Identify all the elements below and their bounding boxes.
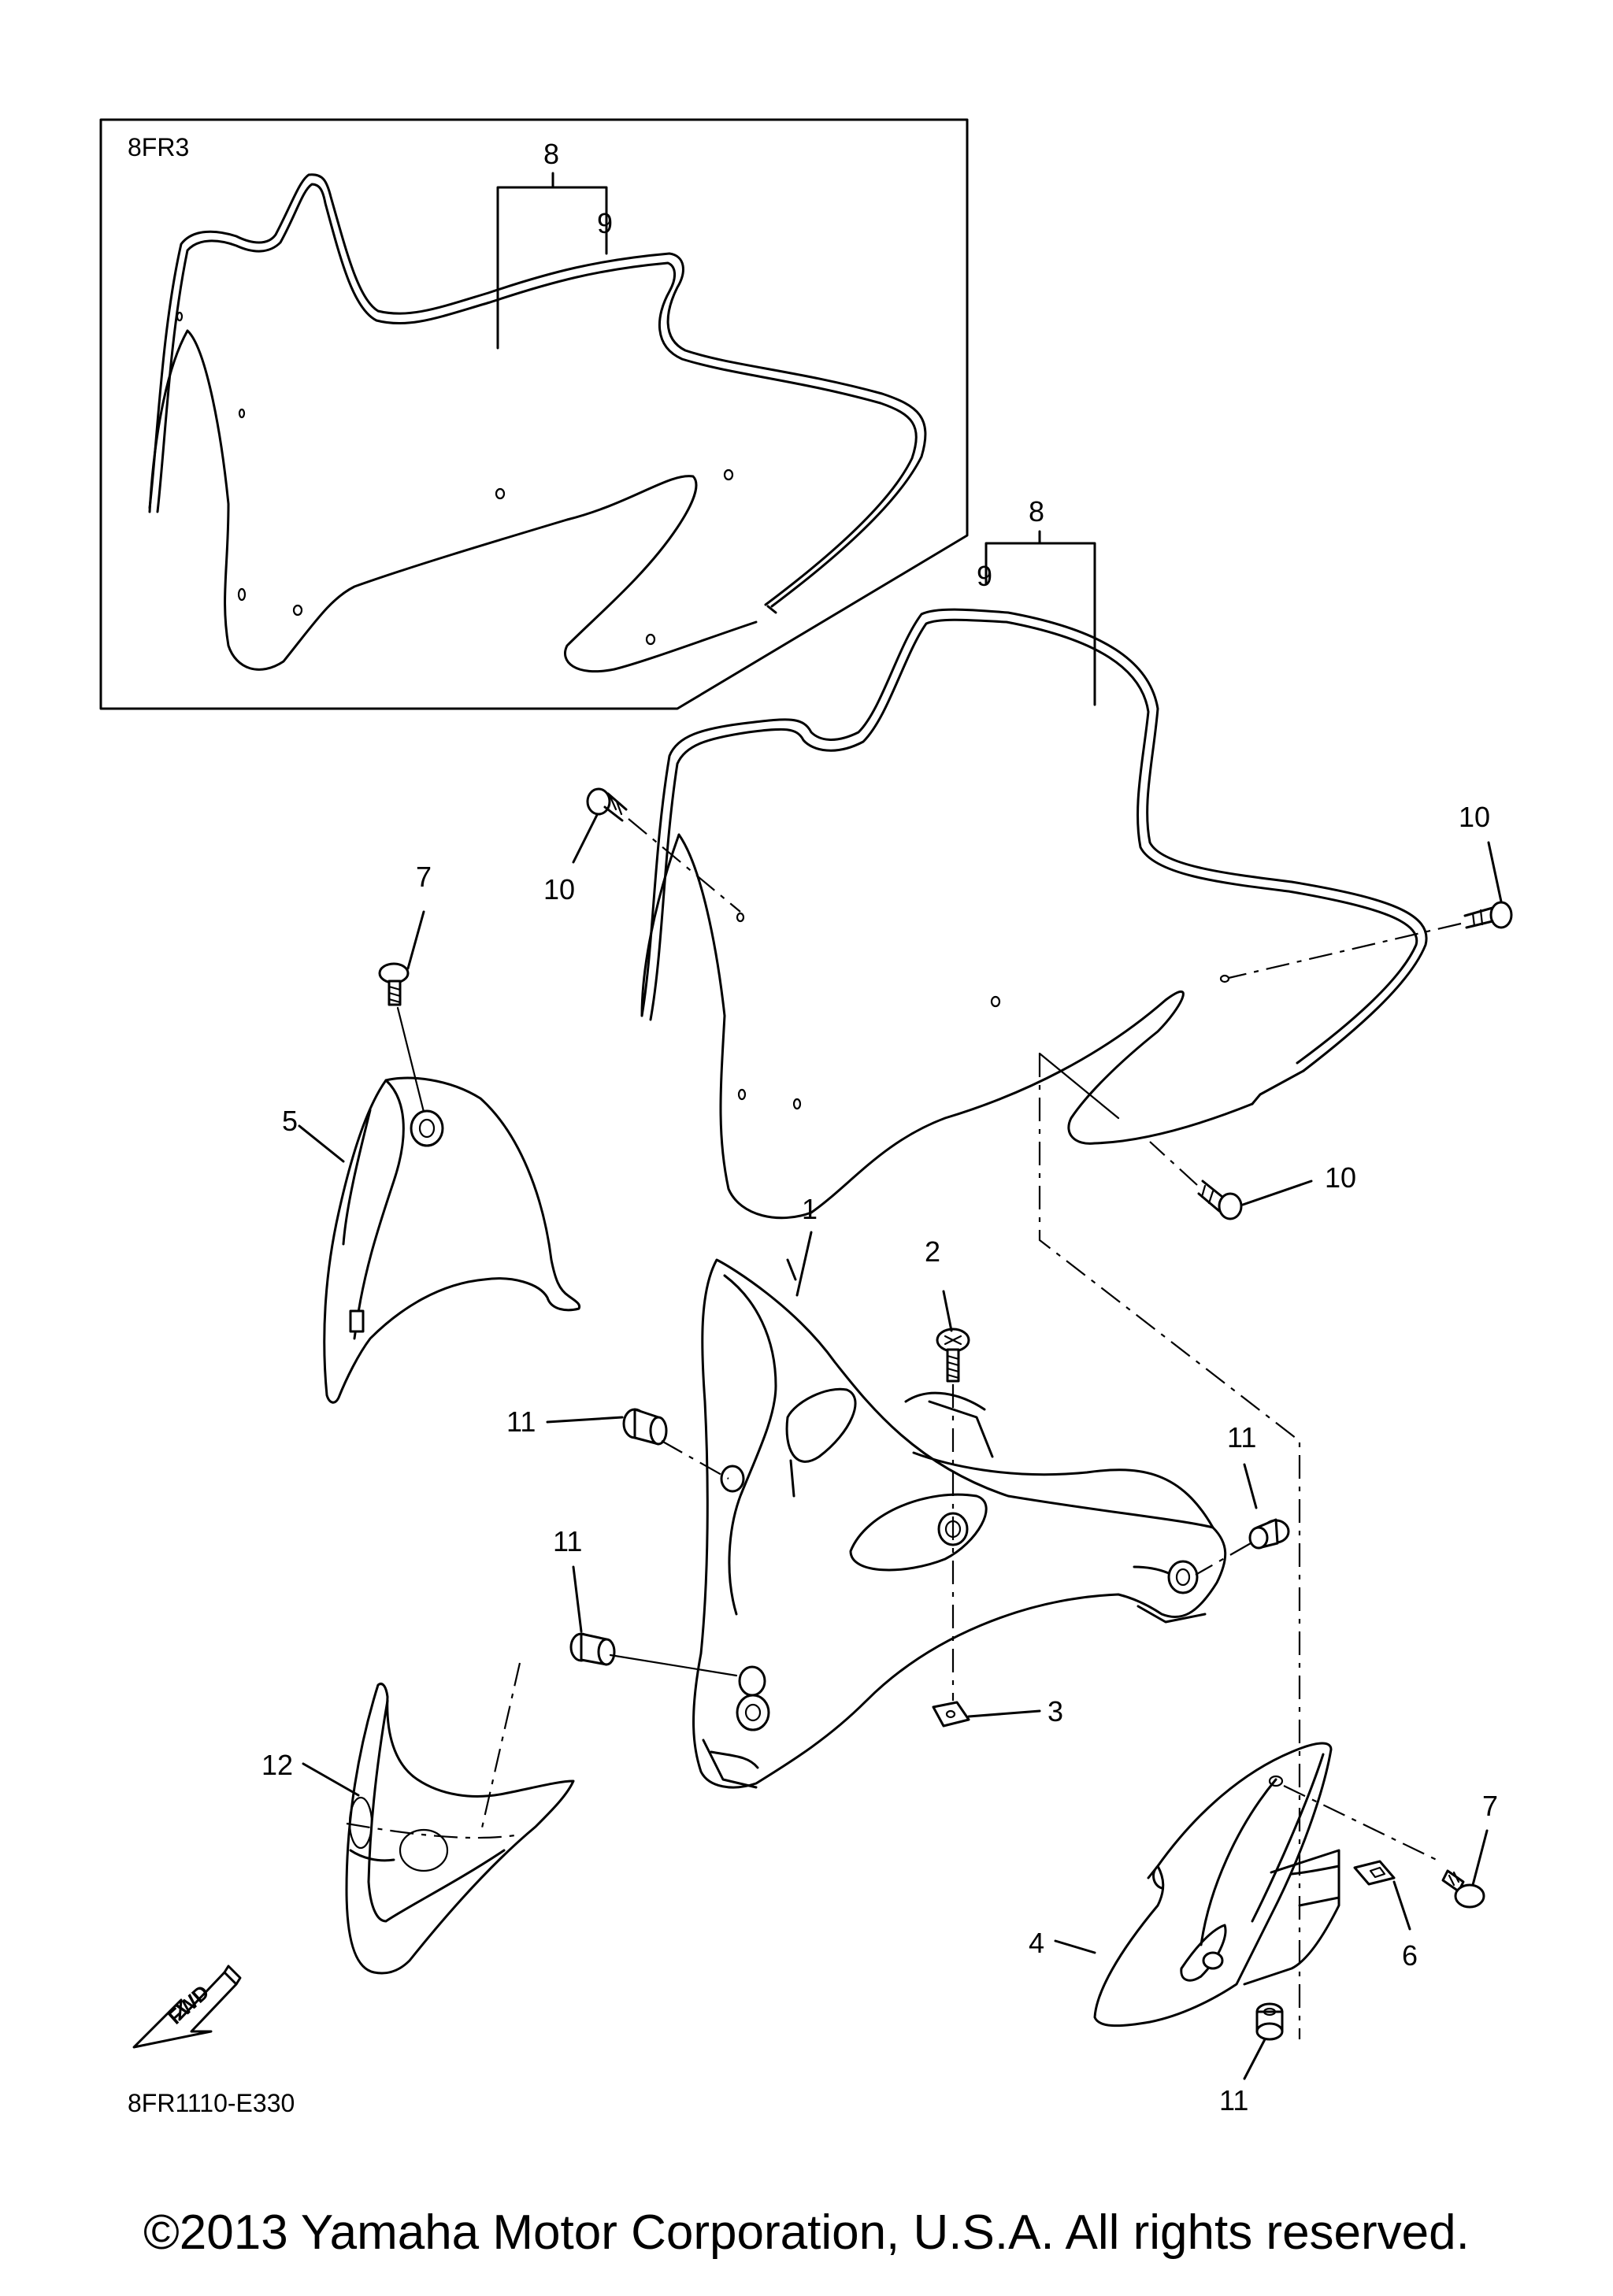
collar-11-mid: 11 bbox=[553, 1525, 738, 1677]
clip-6: 6 bbox=[1353, 1860, 1418, 1972]
inset-windshield bbox=[148, 173, 927, 673]
label-11-left: 11 bbox=[506, 1405, 536, 1438]
label-1: 1 bbox=[802, 1193, 818, 1225]
diagram-code: 8FR1110-E330 bbox=[128, 2089, 295, 2117]
inset-label-8: 8 bbox=[543, 138, 559, 170]
label-11-bottom: 11 bbox=[1219, 2084, 1248, 2116]
inner-panel-part-12: 12 bbox=[261, 1662, 575, 1975]
screw-7-bottom: 7 bbox=[1441, 1790, 1498, 1909]
label-6: 6 bbox=[1402, 1939, 1418, 1972]
fwd-arrow-icon: FWD bbox=[132, 1965, 242, 2049]
label-2: 2 bbox=[925, 1235, 940, 1268]
label-10-right: 10 bbox=[1459, 801, 1490, 833]
bolt-10-right: 10 bbox=[1228, 801, 1513, 980]
windshield-part-8 bbox=[640, 608, 1428, 1220]
collar-11-right: 11 bbox=[1195, 1421, 1290, 1576]
nut-3: 3 bbox=[932, 1695, 1063, 1728]
label-10-left: 10 bbox=[543, 873, 575, 905]
cowling-part-1: 1 bbox=[692, 1193, 1227, 1789]
label-9: 9 bbox=[977, 560, 992, 592]
label-4: 4 bbox=[1029, 1927, 1044, 1959]
bolt-10-left: 10 bbox=[543, 787, 741, 913]
screw-7-top: 7 bbox=[378, 861, 432, 1120]
label-3: 3 bbox=[1048, 1695, 1063, 1728]
label-5: 5 bbox=[282, 1105, 298, 1137]
bolt-10-lower: 10 bbox=[1149, 1141, 1356, 1220]
side-cover-part-5: 5 bbox=[282, 1076, 581, 1404]
lower-cover-part-4: 4 bbox=[1029, 1742, 1442, 2028]
inset-variant-box: 8FR3 8 9 bbox=[99, 118, 969, 710]
label-12: 12 bbox=[261, 1749, 293, 1781]
screw-2: 2 bbox=[925, 1235, 970, 1701]
label-8: 8 bbox=[1029, 495, 1044, 528]
label-10-lower: 10 bbox=[1325, 1161, 1356, 1194]
label-7-top: 7 bbox=[416, 861, 432, 893]
label-7-bottom: 7 bbox=[1482, 1790, 1498, 1822]
copyright-notice: ©2013 Yamaha Motor Corporation, U.S.A. A… bbox=[143, 2205, 1470, 2260]
collar-11-left: 11 bbox=[506, 1405, 729, 1479]
label-11-mid: 11 bbox=[553, 1525, 582, 1557]
inset-label-9: 9 bbox=[597, 207, 613, 239]
variant-label: 8FR3 bbox=[128, 133, 189, 161]
label-11-right: 11 bbox=[1227, 1421, 1256, 1454]
collar-11-bottom: 11 bbox=[1219, 2002, 1284, 2116]
